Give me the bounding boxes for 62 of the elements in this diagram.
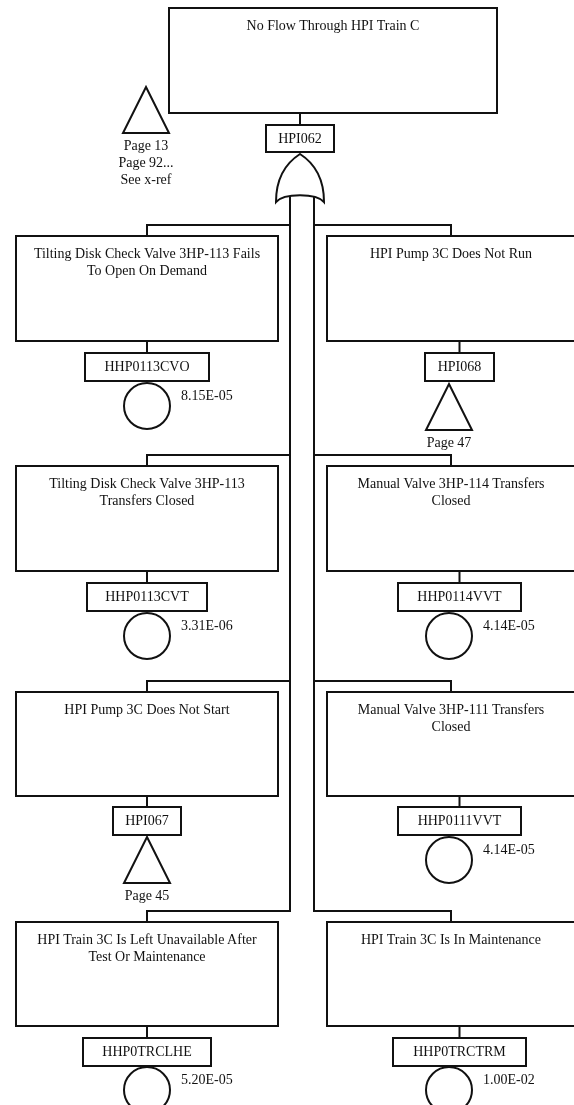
event-box (326, 921, 574, 1027)
probability-value: 8.15E-05 (181, 388, 233, 404)
event-id: HHP0113CVT (105, 589, 189, 604)
page-reference: Page 92... (117, 155, 175, 171)
event-box (168, 7, 498, 114)
event-id: HPI068 (437, 359, 482, 374)
event-box (326, 235, 574, 342)
event-box (326, 691, 574, 797)
page-reference: Page 13 (122, 138, 170, 154)
connector-line (146, 571, 148, 583)
connector-line (299, 113, 301, 125)
or-gate-symbol (274, 153, 326, 203)
event-description: Manual Valve 3HP-111 Transfers Closed (357, 702, 545, 734)
transfer-triangle (123, 836, 171, 884)
page-reference: Page 45 (123, 888, 171, 904)
event-description: Manual Valve 3HP-114 Transfers Closed (357, 476, 545, 508)
connector-line (458, 796, 461, 807)
page-reference: Page 47 (425, 435, 473, 451)
event-id: HHP0113CVO (104, 359, 190, 374)
connector-line (146, 1026, 148, 1038)
event-id: HPI067 (125, 813, 169, 828)
event-id-box (397, 582, 522, 612)
event-box (15, 921, 279, 1027)
event-id-box (397, 806, 522, 836)
event-description: Tilting Disk Check Valve 3HP-113 Fails To Open On Demand (33, 246, 261, 278)
event-id: HHP0TRCLHE (102, 1044, 192, 1059)
probability-value: 3.31E-06 (181, 618, 233, 634)
basic-event-circle (425, 836, 473, 884)
event-id-box (265, 124, 335, 153)
event-description: HPI Train 3C Is In Maintenance (360, 932, 541, 947)
transfer-triangle (122, 86, 170, 134)
basic-event-circle (123, 612, 171, 660)
connector-line (458, 571, 461, 583)
event-id: HPI062 (278, 131, 322, 146)
event-id-box (86, 582, 208, 612)
event-box (326, 465, 574, 572)
event-description: No Flow Through HPI Train C (246, 18, 420, 33)
probability-value: 4.14E-05 (483, 842, 535, 858)
basic-event-circle (123, 382, 171, 430)
event-box (15, 691, 279, 797)
connector-line (146, 796, 148, 807)
event-box (15, 235, 279, 342)
basic-event-circle (425, 612, 473, 660)
event-description: HPI Train 3C Is Left Unavailable After Test Or Maintenance (37, 932, 257, 964)
probability-value: 4.14E-05 (483, 618, 535, 634)
event-id: HHP0114VVT (417, 589, 502, 604)
event-description: Tilting Disk Check Valve 3HP-113 Transfers Closed (49, 476, 245, 508)
connector-line (458, 1026, 461, 1038)
connector-line (458, 341, 461, 353)
probability-value: 1.00E-02 (483, 1072, 535, 1088)
event-id: HHP0111VVT (417, 813, 502, 828)
event-id-box (84, 352, 210, 382)
probability-value: 5.20E-05 (181, 1072, 233, 1088)
event-id: HHP0TRCTRM (413, 1044, 506, 1059)
event-box (15, 465, 279, 572)
event-id-box (112, 806, 182, 836)
event-description: HPI Pump 3C Does Not Run (369, 246, 533, 261)
event-description: HPI Pump 3C Does Not Start (64, 702, 230, 717)
page-reference: See x-ref (119, 172, 173, 188)
connector-line (146, 341, 148, 353)
event-id-box (424, 352, 495, 382)
transfer-triangle (425, 383, 473, 431)
